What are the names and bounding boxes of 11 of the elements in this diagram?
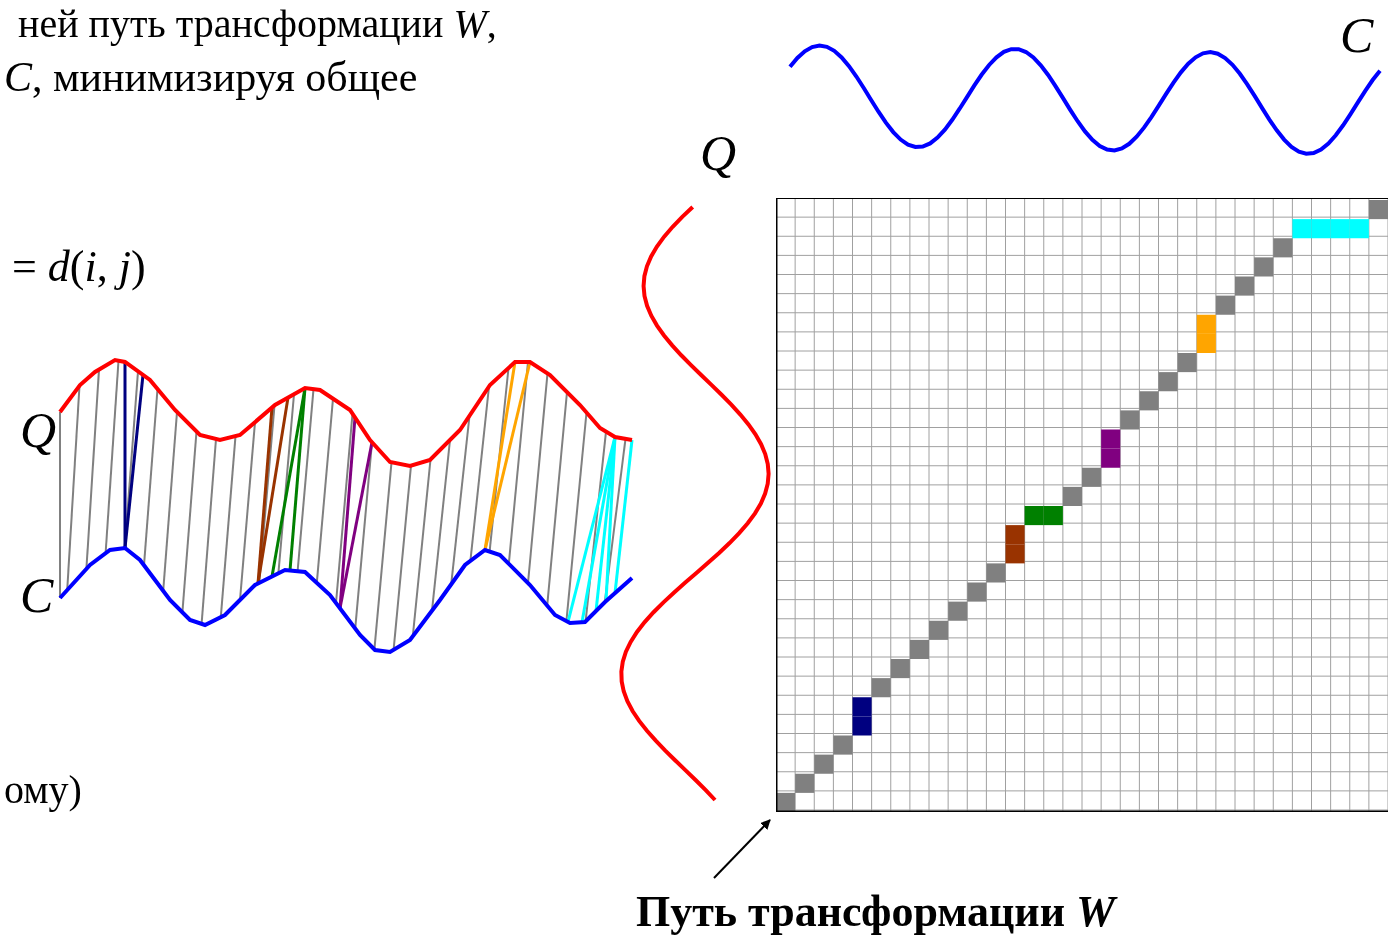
series-label: Q bbox=[700, 128, 737, 178]
text-fragment: = d(i, j) bbox=[12, 245, 146, 289]
caption: Путь трансформации W bbox=[636, 890, 1116, 934]
series-label: C bbox=[20, 570, 54, 620]
text-fragment: ней путь трансформации W, bbox=[18, 4, 497, 44]
text-fragment: C, минимизируя общее bbox=[4, 56, 418, 98]
series-label: C bbox=[1340, 10, 1374, 60]
text-fragment: ому) bbox=[4, 770, 82, 810]
series-label: Q bbox=[20, 405, 57, 455]
leader-arrow bbox=[713, 819, 771, 879]
warping-grid-drawing bbox=[776, 198, 1388, 812]
